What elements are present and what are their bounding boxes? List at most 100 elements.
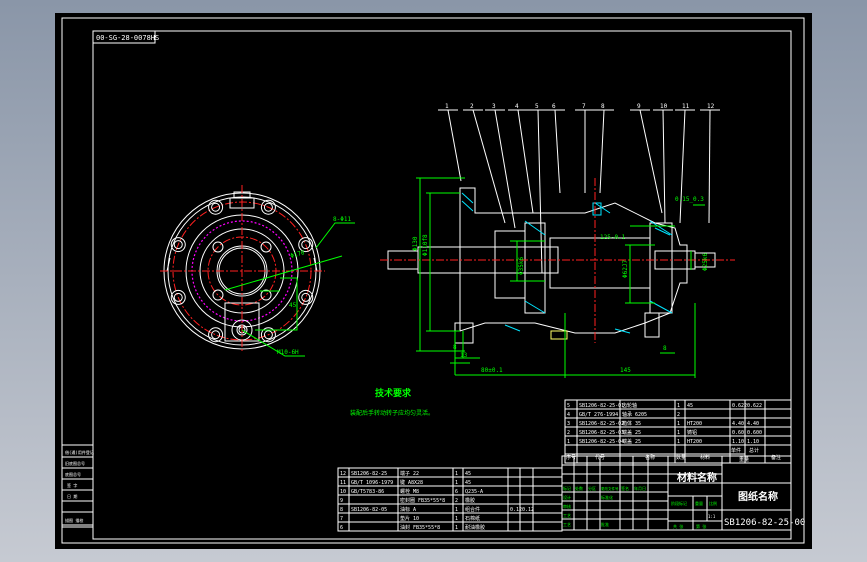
part-number-label: 9	[637, 103, 641, 110]
tb-scale-value: 1:1	[708, 514, 716, 519]
code-box-text: 00-SG-28-0078HS	[96, 34, 159, 42]
table-cell: 1	[567, 439, 570, 445]
table-header: 单件	[731, 447, 741, 454]
side-row-5: 日 期	[67, 493, 77, 499]
tb-date: 年月日	[634, 485, 646, 491]
tb-process: 工艺	[563, 513, 571, 518]
tb-standardize: 标准化	[601, 494, 613, 500]
part-number-label: 4	[515, 103, 519, 110]
table-cell: 1	[455, 471, 458, 477]
table-cell: 键 A8X28	[400, 479, 423, 486]
front-vertical-dim: 45	[289, 302, 297, 309]
table-cell: 橡胶	[465, 497, 475, 504]
table-cell: 0.622	[747, 403, 762, 409]
table-cell: 0.12	[522, 507, 534, 513]
table-cell: HT200	[687, 439, 702, 445]
table-cell: SB1206-82-05	[351, 507, 387, 513]
dim-length-b: 145	[620, 367, 631, 374]
drawing-name: 图纸名称	[738, 490, 778, 503]
table-cell: 0.60	[732, 430, 744, 436]
table-cell: SB1206-82-25-03	[579, 430, 624, 436]
front-view: Φ170 8-Φ11 M10-6H 45	[160, 185, 355, 357]
dim-foot-right: 8	[663, 345, 667, 352]
dim-foot-width: 13	[460, 352, 468, 359]
table-cell: 5	[567, 403, 570, 409]
tb-mark: 标记	[563, 485, 571, 491]
weight-header: 重量	[739, 456, 749, 463]
part-number-label: 6	[552, 103, 556, 110]
front-center-dim: Φ170	[290, 249, 306, 260]
dim-shaft-right: Φ25k6	[702, 253, 709, 271]
bolt-hole-inner	[173, 240, 183, 250]
bolt-hole	[170, 237, 186, 253]
table-cell: 1	[455, 480, 458, 486]
front-holes-label: 8-Φ11	[333, 216, 351, 223]
table-cell: 10	[340, 489, 346, 495]
table-cell: 6	[340, 525, 343, 531]
tb-stage: 阶段标记	[671, 500, 687, 506]
tb-design: 设计	[563, 494, 571, 500]
table-cell: 端子 22	[400, 470, 419, 477]
inner-bolt-hole	[212, 289, 224, 301]
bolt-hole-inner	[263, 330, 273, 340]
tb-approve: 批准	[601, 521, 609, 527]
part-number-label: 8	[601, 103, 605, 110]
table-cell: 1	[677, 403, 680, 409]
tb-weight: 重量	[695, 500, 703, 506]
cad-drawing-canvas: 00-SG-28-0078HS 借(通)用件登记 旧底图总号 底图总号 签 字 …	[55, 13, 812, 549]
table-cell: 45	[687, 403, 693, 409]
table-cell: GB/T 276-1994	[579, 412, 618, 418]
table-cell: 0.622	[732, 403, 747, 409]
table-cell: 密封圈 FB35*55*8	[400, 497, 445, 504]
inner-bolt-hole	[260, 241, 272, 253]
dim-outer-height: Φ130	[412, 236, 419, 251]
table-cell: SB1206-82-25-04	[579, 439, 624, 445]
table-cell: 12	[340, 471, 346, 477]
bolt-hole	[260, 199, 276, 215]
tech-req-title: 技术要求	[375, 387, 412, 399]
bolt-hole	[170, 289, 186, 305]
part-number-label: 11	[682, 103, 690, 110]
title-block: 标记 处数 分区 更改文件号 签名 年月日 设计 标准化 审核 工艺 工艺 批准…	[561, 455, 805, 531]
tech-req-text: 装配后手转动转子应均匀灵活。	[350, 409, 434, 417]
tb-doc-no: 更改文件号	[601, 486, 619, 491]
table-cell: 7	[340, 516, 343, 522]
table-cell: 螺栓 M8	[400, 488, 419, 495]
side-row-3: 底图总号	[65, 471, 81, 477]
bolt-hole	[208, 327, 224, 343]
table-cell: 1	[677, 430, 680, 436]
cad-drawing: 00-SG-28-0078HS 借(通)用件登记 旧底图总号 底图总号 签 字 …	[61, 17, 805, 544]
table-cell: 1	[455, 525, 458, 531]
table-cell: 石棉纸	[465, 515, 480, 522]
bolt-hole-inner	[263, 202, 273, 212]
part-number-label: 1	[445, 103, 449, 110]
part-number-label: 10	[660, 103, 668, 110]
tb-sign: 签名	[621, 485, 629, 491]
bolt-hole-inner	[173, 292, 183, 302]
table-cell: 1	[455, 507, 458, 513]
table-cell: 45	[465, 471, 471, 477]
dim-inner-height: Φ110f8	[422, 234, 429, 256]
table-cell: 2	[567, 430, 570, 436]
table-cell: 铸铝	[687, 429, 697, 436]
inner-bolt-hole	[212, 241, 224, 253]
table-cell: 3	[567, 421, 570, 427]
table-cell: 组合件	[465, 506, 480, 513]
bolt-hole-inner	[301, 292, 311, 302]
table-header: 名称	[645, 454, 655, 461]
bolt-hole	[298, 289, 314, 305]
bolt-hole	[260, 327, 276, 343]
side-row-6: 描图 描校	[65, 517, 83, 523]
part-number-label: 2	[470, 103, 474, 110]
drawing-number: SB1206-82-25-00	[724, 518, 805, 528]
table-cell: 油封 FB35*55*8	[400, 524, 440, 531]
side-row-2: 旧底图总号	[65, 460, 85, 466]
inner-bolt-hole	[260, 289, 272, 301]
table-cell: 端盖 25	[622, 438, 641, 445]
table-cell: 45	[465, 480, 471, 486]
tb-process-2: 工艺	[563, 522, 571, 527]
table-cell: 1	[677, 439, 680, 445]
table-cell: 4	[567, 412, 570, 418]
tb-scale: 比例	[709, 500, 717, 506]
